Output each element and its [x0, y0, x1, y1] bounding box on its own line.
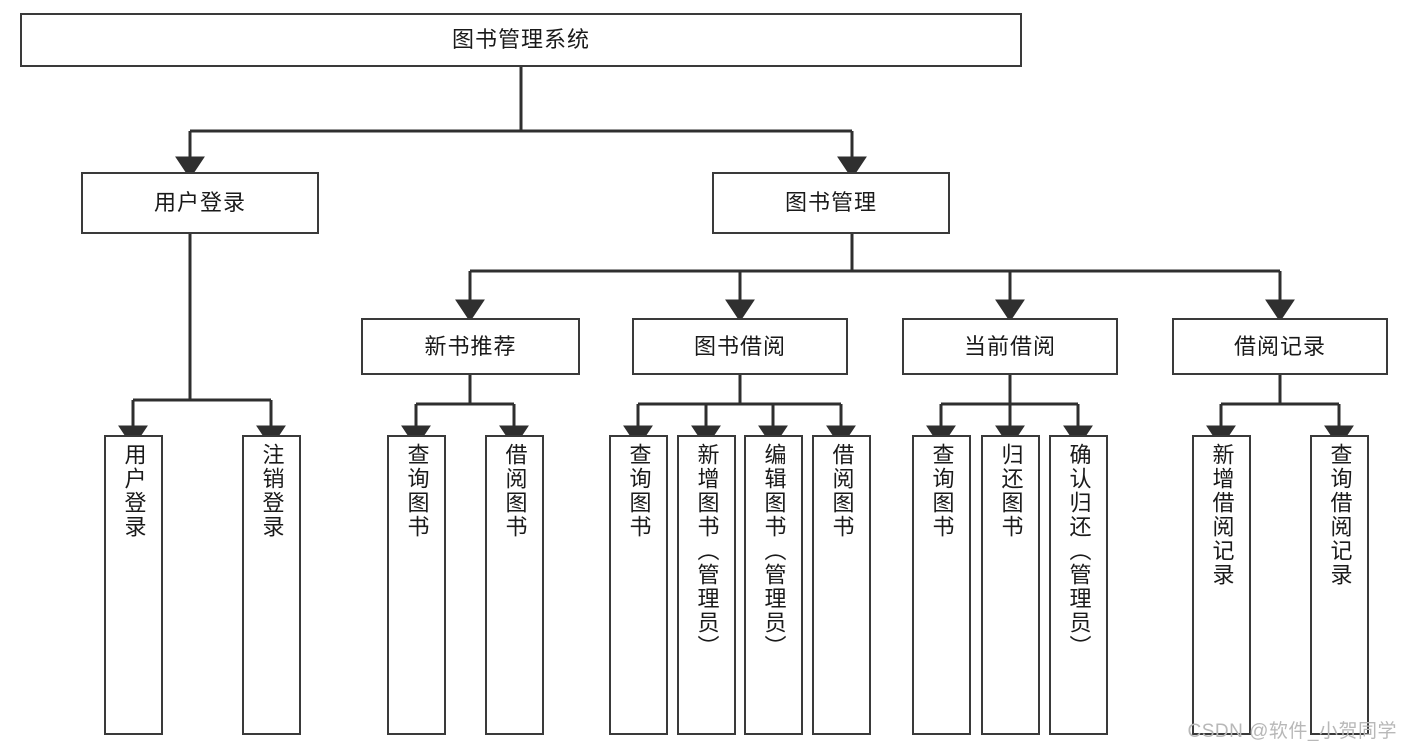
leaf-borrow-query-book[interactable]: 查询图书 — [609, 435, 668, 735]
leaf-new-book-query[interactable]: 查询图书 — [387, 435, 446, 735]
node-label: 借阅图书 — [502, 443, 528, 539]
node-label: 借阅图书 — [829, 443, 855, 539]
node-label: 图书管理 — [784, 190, 877, 216]
node-label: 新书推荐 — [424, 333, 517, 359]
node-label: 当前借阅 — [963, 333, 1056, 359]
leaf-current-return-book[interactable]: 归还图书 — [981, 435, 1040, 735]
node-root-system[interactable]: 图书管理系统 — [20, 13, 1022, 67]
node-borrow-record[interactable]: 借阅记录 — [1172, 318, 1388, 375]
node-label: 归还图书 — [998, 443, 1024, 539]
leaf-record-query[interactable]: 查询借阅记录 — [1310, 435, 1369, 735]
node-label: 查询图书 — [404, 443, 430, 539]
leaf-record-add[interactable]: 新增借阅记录 — [1192, 435, 1251, 735]
node-book-borrow[interactable]: 图书借阅 — [632, 318, 848, 375]
leaf-borrow-add-book[interactable]: 新增图书（管理员） — [677, 435, 736, 735]
node-label: 编辑图书（管理员） — [761, 443, 787, 659]
node-label: 图书管理系统 — [451, 27, 590, 53]
node-label: 用户登录 — [121, 443, 147, 539]
node-label: 查询图书 — [929, 443, 955, 539]
leaf-current-query-book[interactable]: 查询图书 — [912, 435, 971, 735]
node-user-login[interactable]: 用户登录 — [81, 172, 319, 234]
leaf-current-confirm-return[interactable]: 确认归还（管理员） — [1049, 435, 1108, 735]
node-label: 查询借阅记录 — [1327, 443, 1353, 587]
node-label: 用户登录 — [153, 190, 246, 216]
node-label: 新增图书（管理员） — [694, 443, 720, 659]
leaf-user-login-login[interactable]: 用户登录 — [104, 435, 163, 735]
node-label: 注销登录 — [259, 443, 285, 539]
node-label: 查询图书 — [626, 443, 652, 539]
node-current-borrow[interactable]: 当前借阅 — [902, 318, 1118, 375]
node-label: 确认归还（管理员） — [1066, 443, 1092, 659]
node-label: 新增借阅记录 — [1209, 443, 1235, 587]
leaf-borrow-edit-book[interactable]: 编辑图书（管理员） — [744, 435, 803, 735]
node-label: 图书借阅 — [693, 333, 786, 359]
node-new-book-recommend[interactable]: 新书推荐 — [361, 318, 580, 375]
leaf-borrow-borrow-book[interactable]: 借阅图书 — [812, 435, 871, 735]
node-book-management[interactable]: 图书管理 — [712, 172, 950, 234]
watermark: CSDN @软件_小贺同学 — [1187, 721, 1397, 742]
leaf-new-book-borrow[interactable]: 借阅图书 — [485, 435, 544, 735]
node-label: 借阅记录 — [1233, 333, 1326, 359]
leaf-user-login-logout[interactable]: 注销登录 — [242, 435, 301, 735]
